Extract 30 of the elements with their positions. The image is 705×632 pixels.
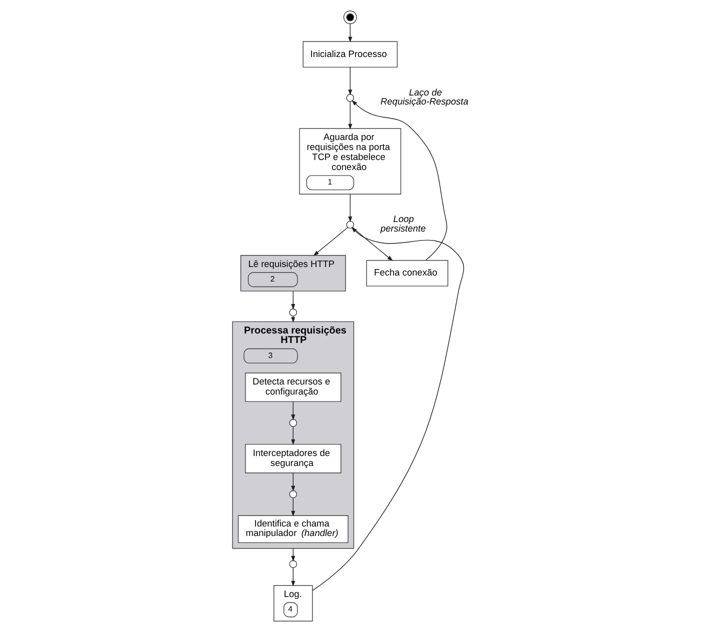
node-box: Lê requisições HTTP 2 bbox=[240, 255, 346, 292]
node-box: Inicializa Processo bbox=[302, 41, 398, 68]
node-box: Interceptadores de segurança bbox=[245, 444, 342, 474]
arrow bbox=[291, 497, 296, 517]
node-circle bbox=[289, 419, 298, 427]
arrow bbox=[352, 100, 448, 261]
node-circle bbox=[346, 220, 354, 229]
arrow bbox=[348, 66, 352, 96]
node-circle bbox=[289, 560, 298, 568]
node-box: Identifica e chama manipulador (handler) bbox=[238, 515, 348, 544]
arrow bbox=[291, 567, 296, 587]
arrow bbox=[312, 226, 464, 591]
node-box: Detecta recursos e configuração bbox=[245, 372, 342, 402]
arrow bbox=[291, 426, 296, 446]
node-circle bbox=[346, 94, 354, 102]
node-label: Laço de Requisição-Resposta bbox=[380, 87, 468, 107]
node-box: Aguarda por requisições na porta TCP e estabelece conexão 1 bbox=[299, 128, 402, 194]
node-label: Loop persistente bbox=[380, 214, 426, 234]
arrow bbox=[291, 401, 296, 420]
node-circle bbox=[289, 490, 298, 498]
node-box: Log. 4 bbox=[274, 585, 313, 622]
arrow bbox=[291, 472, 296, 492]
arrow bbox=[291, 290, 296, 310]
arrow bbox=[348, 194, 352, 222]
arrow bbox=[313, 227, 348, 256]
arrow bbox=[348, 24, 352, 42]
arrow bbox=[352, 227, 393, 261]
node-circle bbox=[343, 10, 357, 24]
node-box: Fecha conexão bbox=[366, 260, 448, 286]
arrow bbox=[348, 101, 352, 130]
